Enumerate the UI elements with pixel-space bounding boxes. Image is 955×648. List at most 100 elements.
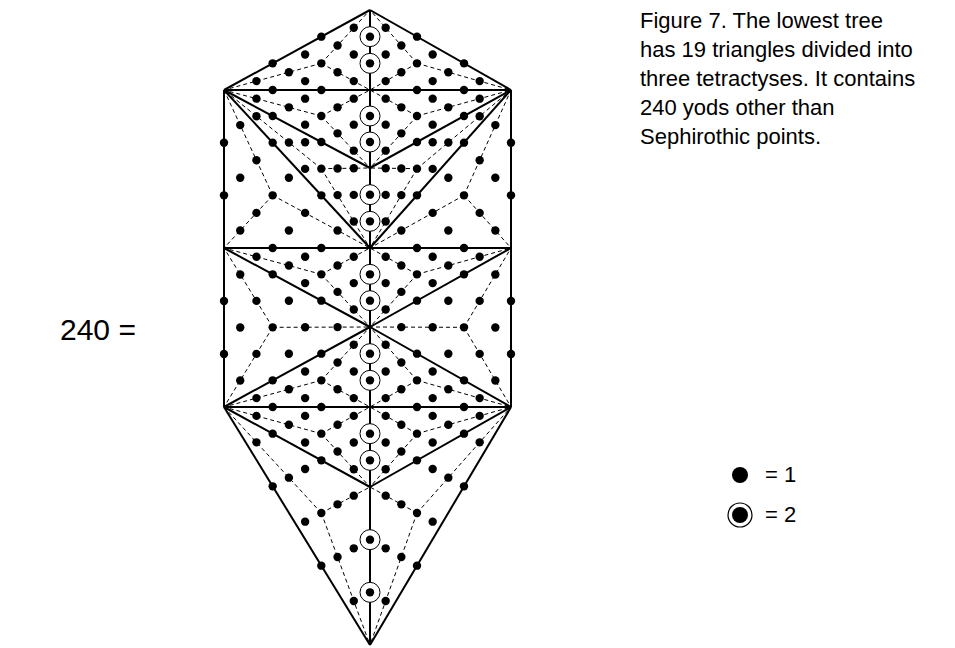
yod-dot [317, 403, 325, 411]
yod-dot [350, 465, 358, 473]
yod-dot [268, 244, 276, 252]
yod-dot [317, 244, 325, 252]
legend-swatches [728, 467, 752, 527]
dashed-line [464, 327, 511, 407]
yod-dot [413, 349, 421, 357]
yod-dot [381, 367, 389, 375]
triangle-edge [510, 248, 512, 407]
yod-dot [397, 358, 405, 366]
yod-dot [475, 112, 483, 120]
yod-dot [428, 77, 436, 85]
yod-dot [350, 77, 358, 85]
triangle-edge [224, 406, 370, 408]
yod-dot [507, 191, 515, 199]
yod-dot [285, 421, 293, 429]
yod-dot [268, 323, 276, 331]
yod-dot [444, 138, 452, 146]
yod-dot [317, 32, 325, 40]
swatch-dot [732, 507, 748, 523]
triangle-edge [370, 248, 511, 327]
yod-dot [397, 553, 405, 561]
yod-dot [301, 120, 309, 128]
yod-dot [475, 438, 483, 446]
yod-dot [350, 279, 358, 287]
yod-dot [381, 50, 389, 58]
yod-dot [413, 296, 421, 304]
yod-dot [413, 32, 421, 40]
yod-dot [220, 297, 228, 305]
swatch-ring [728, 503, 752, 527]
yod-dot [252, 412, 260, 420]
yod-dot [366, 456, 374, 464]
yod-dot [350, 597, 358, 605]
dashed-line [273, 195, 370, 248]
yod-dot [428, 412, 436, 420]
dashed-line [370, 487, 417, 513]
dashed-line [321, 169, 370, 248]
yod-dot [236, 174, 244, 182]
yod-dot [366, 588, 374, 596]
yod-dot [285, 385, 293, 393]
yod-dot [507, 350, 515, 358]
triangle-edge [370, 90, 511, 248]
yod-dot [285, 261, 293, 269]
yod-dot [444, 103, 452, 111]
triangle-edge [224, 247, 370, 249]
yod-dot [333, 288, 341, 296]
yod-dot [460, 270, 468, 278]
legend-swatch [732, 467, 748, 483]
yod-dot [381, 394, 389, 402]
figure-caption: Figure 7. The lowest tree has 19 triangl… [640, 6, 922, 151]
yod-dot [428, 253, 436, 261]
yod-dot [317, 296, 325, 304]
yod-dot [301, 394, 309, 402]
triangle-edge [223, 248, 225, 407]
yod-dot [301, 94, 309, 102]
yod-dot [236, 323, 244, 331]
yod-dot [333, 103, 341, 111]
yod-dot [220, 191, 228, 199]
yod-dot [333, 447, 341, 455]
yod-dot [333, 41, 341, 49]
yod-dot [397, 103, 405, 111]
yod-dot [460, 323, 468, 331]
yod-dot [301, 209, 309, 217]
yod-dot [381, 94, 389, 102]
yod-dot [268, 112, 276, 120]
yod-dot [268, 191, 276, 199]
legend-swatch [728, 503, 752, 527]
yod-dot [397, 68, 405, 76]
yod-dot [460, 376, 468, 384]
yod-dot [381, 491, 389, 499]
yod-dot [444, 297, 452, 305]
dashed-line [464, 248, 511, 327]
yod-dot [428, 165, 436, 173]
yod-dot [333, 358, 341, 366]
yod-dot [317, 270, 325, 278]
yod-ring [360, 582, 380, 602]
yod-dot [350, 217, 358, 225]
yod-dot [491, 121, 499, 129]
yod-dot [350, 24, 358, 32]
yod-dot [397, 500, 405, 508]
yod-dot [366, 59, 374, 67]
yod-dot [220, 138, 228, 146]
yod-dot [301, 438, 309, 446]
yod-dot [413, 59, 421, 67]
triangle-edge [224, 90, 370, 248]
yod-dot [366, 296, 374, 304]
yod-dot [507, 138, 515, 146]
yod-ring [360, 370, 380, 390]
yod-dot [366, 138, 374, 146]
yod-dot [428, 94, 436, 102]
yod-dot [397, 421, 405, 429]
yod-dot [397, 191, 405, 199]
yod-dot [252, 350, 260, 358]
yod-dot [366, 217, 374, 225]
yod-dot [413, 456, 421, 464]
yod-dot [317, 509, 325, 517]
yod-dot [317, 59, 325, 67]
yod-dot [366, 535, 374, 543]
dashed-line [370, 327, 464, 328]
yod-dot [350, 544, 358, 552]
